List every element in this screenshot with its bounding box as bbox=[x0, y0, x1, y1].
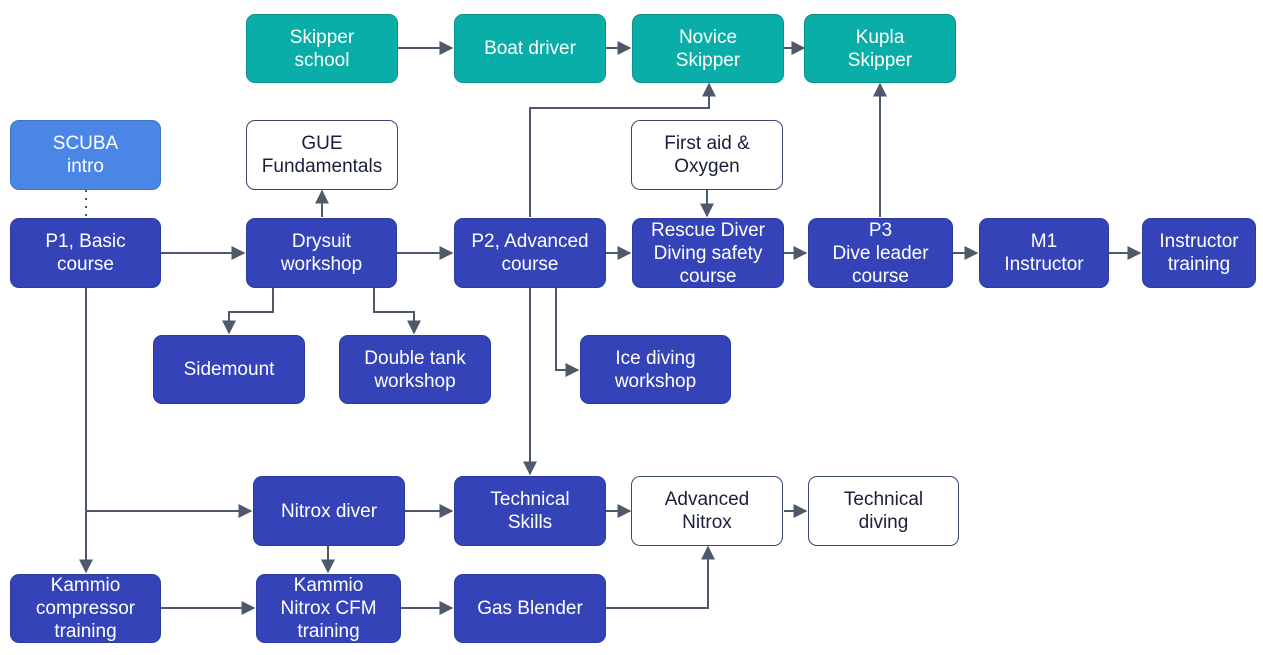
node-technical-diving[interactable]: Technical diving bbox=[808, 476, 959, 546]
edge-gasblender-advnitrox bbox=[606, 545, 715, 609]
node-kammio-compressor[interactable]: Kammio compressor training bbox=[10, 574, 161, 643]
node-label: Technical Skills bbox=[490, 489, 570, 533]
node-rescue-diver[interactable]: Rescue Diver Diving safety course bbox=[632, 218, 784, 288]
node-label: Ice diving workshop bbox=[614, 347, 697, 392]
node-p2-advanced[interactable]: P2, Advanced course bbox=[454, 218, 606, 288]
node-label: SCUBA intro bbox=[52, 133, 119, 177]
node-label: P3 Dive leader course bbox=[832, 219, 929, 287]
node-scuba-intro[interactable]: SCUBA intro bbox=[10, 120, 161, 190]
node-label: M1 Instructor bbox=[1004, 231, 1084, 275]
edge-drysuit-doubletank bbox=[373, 288, 421, 335]
node-label: Boat driver bbox=[484, 38, 576, 59]
edge-p2-novice bbox=[529, 82, 716, 217]
node-instructor-training[interactable]: Instructor training bbox=[1142, 218, 1256, 288]
node-label: P2, Advanced course bbox=[471, 231, 589, 275]
node-p3-dive-leader[interactable]: P3 Dive leader course bbox=[808, 218, 953, 288]
node-label: Rescue Diver Diving safety course bbox=[650, 219, 766, 287]
edge-p2-icediving bbox=[555, 288, 580, 377]
node-gas-blender[interactable]: Gas Blender bbox=[454, 574, 606, 643]
node-label: Gas Blender bbox=[477, 598, 583, 619]
node-label: Advanced Nitrox bbox=[664, 489, 750, 533]
node-novice-skipper[interactable]: Novice Skipper bbox=[632, 14, 784, 83]
node-p1-basic[interactable]: P1, Basic course bbox=[10, 218, 161, 288]
node-label: Skipper school bbox=[289, 26, 355, 71]
node-nitrox-diver[interactable]: Nitrox diver bbox=[253, 476, 405, 546]
node-kupla-skipper[interactable]: Kupla Skipper bbox=[804, 14, 956, 83]
node-label: GUE Fundamentals bbox=[261, 133, 383, 177]
node-label: Technical diving bbox=[843, 489, 924, 533]
node-advanced-nitrox[interactable]: Advanced Nitrox bbox=[631, 476, 783, 546]
node-label: P1, Basic course bbox=[45, 231, 126, 275]
node-label: First aid & Oxygen bbox=[664, 133, 750, 177]
node-gue-fundamentals[interactable]: GUE Fundamentals bbox=[246, 120, 398, 190]
node-sidemount[interactable]: Sidemount bbox=[153, 335, 305, 404]
node-boat-driver[interactable]: Boat driver bbox=[454, 14, 606, 83]
node-double-tank[interactable]: Double tank workshop bbox=[339, 335, 491, 404]
node-label: Novice Skipper bbox=[675, 26, 741, 71]
node-kammio-nitrox-cfm[interactable]: Kammio Nitrox CFM training bbox=[256, 574, 401, 643]
node-label: Kammio compressor training bbox=[35, 575, 136, 642]
node-label: Instructor training bbox=[1159, 231, 1239, 275]
node-label: Kammio Nitrox CFM training bbox=[280, 575, 377, 642]
edge-drysuit-sidemount bbox=[222, 288, 274, 335]
node-first-aid-oxygen[interactable]: First aid & Oxygen bbox=[631, 120, 783, 190]
node-technical-skills[interactable]: Technical Skills bbox=[454, 476, 606, 546]
node-label: Drysuit workshop bbox=[280, 231, 363, 275]
node-label: Sidemount bbox=[183, 359, 275, 380]
node-ice-diving[interactable]: Ice diving workshop bbox=[580, 335, 731, 404]
node-m1-instructor[interactable]: M1 Instructor bbox=[979, 218, 1109, 288]
node-drysuit-workshop[interactable]: Drysuit workshop bbox=[246, 218, 397, 288]
node-skipper-school[interactable]: Skipper school bbox=[246, 14, 398, 83]
node-label: Nitrox diver bbox=[280, 500, 378, 522]
node-label: Double tank workshop bbox=[364, 347, 466, 392]
node-label: Kupla Skipper bbox=[847, 26, 913, 71]
